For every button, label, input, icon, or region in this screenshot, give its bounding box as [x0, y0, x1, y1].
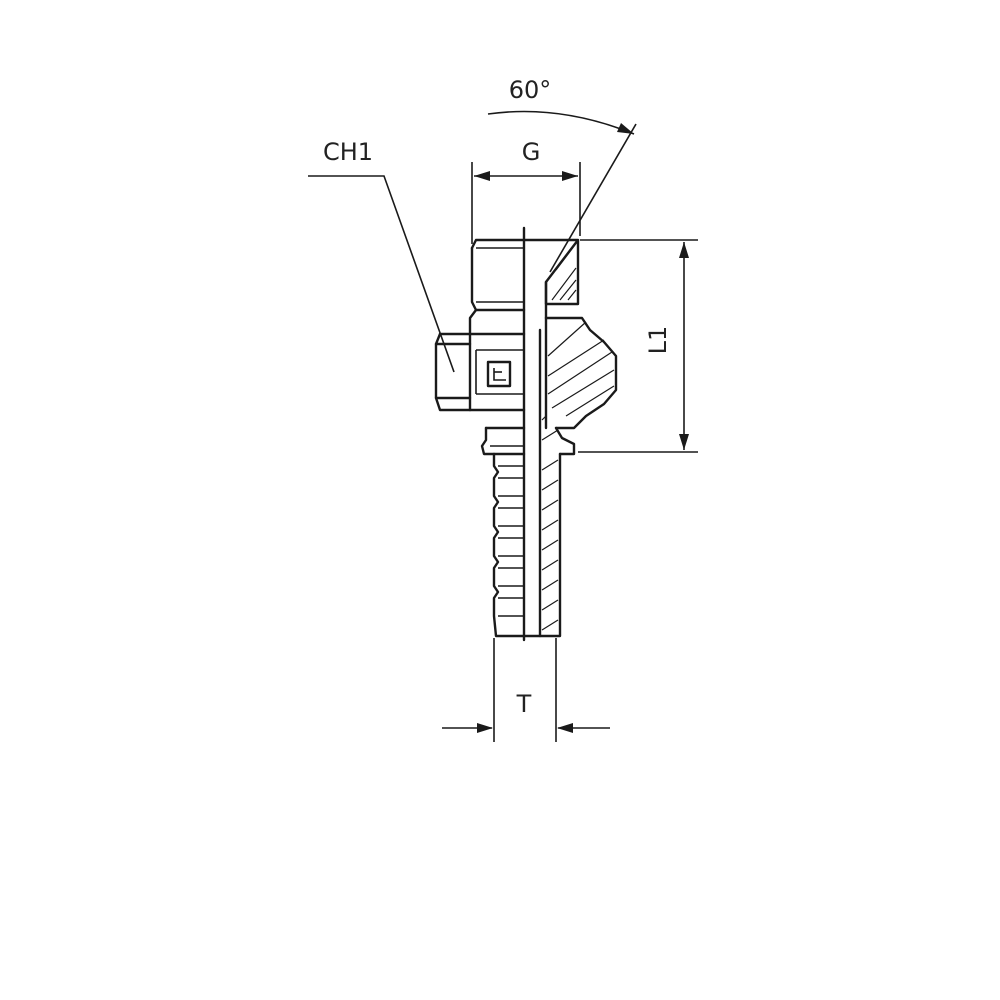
hex-size-label: CH1 [323, 138, 373, 166]
dimension-t [442, 638, 610, 742]
length-label: L1 [644, 326, 672, 355]
tail-size-label: T [516, 690, 532, 718]
thread-size-label: G [522, 138, 541, 166]
dimension-g [471, 162, 581, 244]
angle-label: 60° [509, 76, 552, 104]
angle-dimension [487, 110, 637, 273]
collar [480, 426, 576, 456]
dimension-l1 [578, 239, 698, 453]
ch1-leader [308, 175, 455, 373]
hose-tail [492, 226, 562, 642]
hex-section [434, 308, 618, 430]
